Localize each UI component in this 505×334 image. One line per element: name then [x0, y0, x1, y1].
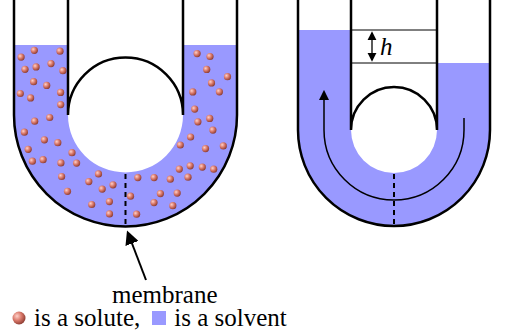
solute-particle	[43, 82, 50, 89]
solute-particle	[56, 48, 63, 55]
solute-particle	[134, 174, 141, 181]
solute-particle	[202, 145, 209, 152]
solute-particle	[210, 166, 217, 173]
legend: is a solute, is a solvent	[10, 304, 287, 332]
solute-particle	[40, 156, 47, 163]
legend-text: is a solute,	[34, 304, 140, 332]
solute-particle	[95, 170, 102, 177]
solute-particle	[54, 139, 61, 146]
solute-particle	[99, 186, 106, 193]
solvent-fill	[14, 45, 237, 227]
solute-particle	[21, 129, 28, 136]
solute-particle	[174, 190, 181, 197]
solute-particle	[169, 202, 176, 209]
solute-particle	[18, 54, 25, 61]
solute-particle	[85, 178, 92, 185]
solute-particle	[17, 90, 24, 97]
solute-particle	[58, 173, 65, 180]
solute-particle	[199, 164, 206, 171]
solute-particle	[194, 118, 201, 125]
solute-particle	[177, 141, 184, 148]
solute-particle	[206, 53, 213, 60]
solute-particle	[21, 66, 28, 73]
solute-particle	[31, 47, 38, 54]
solute-particle	[29, 158, 36, 165]
solute-particle	[106, 210, 113, 217]
solute-particle	[191, 106, 198, 113]
dimension-arrow	[371, 33, 372, 60]
solute-particle	[189, 88, 196, 95]
solute-particle	[31, 118, 38, 125]
solute-particle	[25, 146, 32, 153]
tube-wall	[68, 0, 183, 115]
solute-particle	[184, 174, 191, 181]
solute-particle	[57, 89, 64, 96]
solute-particle	[194, 50, 201, 57]
solute-particle	[47, 60, 54, 67]
solute-particle	[109, 181, 116, 188]
membrane-label: membrane	[112, 282, 218, 307]
tube-wall	[351, 0, 437, 130]
tube-wall	[298, 0, 490, 226]
solute-particle	[46, 114, 53, 121]
solute-particle	[206, 115, 213, 122]
solute-particle	[216, 88, 223, 95]
flow-arrow	[324, 92, 464, 200]
solute-particle	[127, 193, 134, 200]
legend-item: is a solute,	[10, 304, 140, 332]
level-line	[351, 30, 437, 31]
solute-particle	[57, 101, 64, 108]
solute-particle	[59, 67, 66, 74]
solute-particle	[150, 199, 157, 206]
solute-particle	[220, 142, 227, 149]
solute-particle	[33, 63, 40, 70]
membrane-line	[125, 174, 127, 226]
tube-wall	[14, 0, 237, 227]
solute-particle	[27, 94, 34, 101]
solute-particle	[157, 190, 164, 197]
solute-particle	[30, 78, 37, 85]
solute-particle	[73, 160, 80, 167]
solute-particle	[64, 188, 71, 195]
solute-particle	[203, 66, 210, 73]
solute-particle	[208, 79, 215, 86]
solute-particles	[17, 47, 231, 218]
solute-particle	[167, 176, 174, 183]
legend-item: is a solvent	[150, 304, 287, 332]
legend-swatch	[150, 309, 168, 327]
solute-particle	[57, 159, 64, 166]
solute-particle	[88, 201, 95, 208]
solute-particle	[151, 174, 158, 181]
solute-particle	[224, 73, 231, 80]
height-label: h	[380, 34, 393, 59]
solute-particle	[187, 133, 194, 140]
solute-particle	[133, 211, 140, 218]
solute-particle	[106, 198, 113, 205]
level-line	[351, 63, 437, 64]
solute-particle	[187, 162, 194, 169]
legend-text: is a solvent	[174, 304, 287, 332]
solvent-fill	[298, 30, 490, 226]
solute-particle	[41, 136, 48, 143]
solute-particle	[68, 149, 75, 156]
legend-swatch	[10, 309, 28, 327]
leader-arrow	[128, 233, 146, 280]
solute-particle	[209, 127, 216, 134]
solute-particle	[176, 166, 183, 173]
